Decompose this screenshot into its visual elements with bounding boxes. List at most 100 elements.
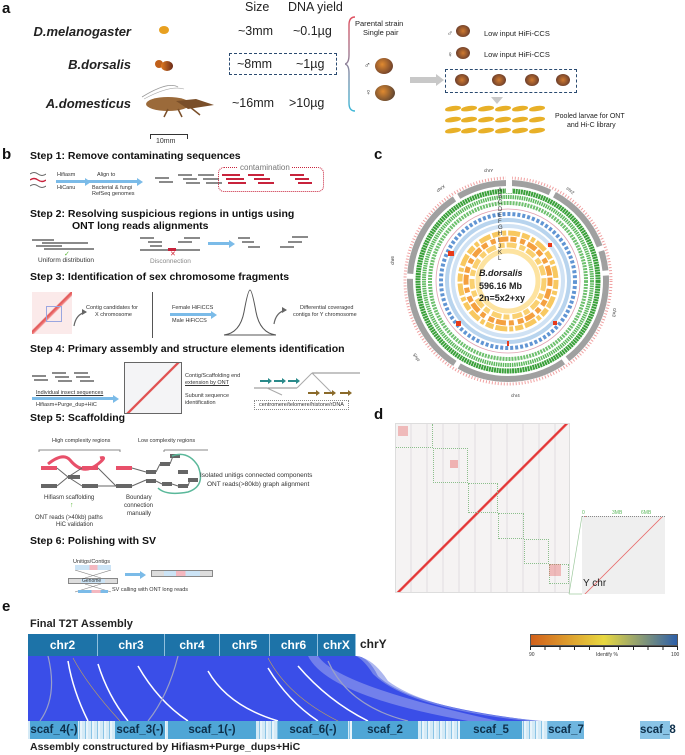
step1-title: Step 1: Remove contaminating sequences bbox=[30, 150, 241, 162]
sv-calling: SV calling with ONT long reads bbox=[112, 587, 189, 593]
db-bacterial: Bacterial & fungi bbox=[92, 185, 133, 191]
top-assembly-title: Final T2T Assembly bbox=[30, 618, 133, 630]
cross-icon: ✕ bbox=[170, 251, 176, 258]
scaf-bar-7: scaf_7 bbox=[548, 721, 584, 739]
species-adom: A.domesticus bbox=[45, 96, 131, 111]
step1-arrow2 bbox=[86, 177, 143, 186]
hifiasm-scaffolding: Hifiasm scaffolding bbox=[44, 495, 95, 501]
bracket bbox=[345, 16, 356, 112]
track-label: B bbox=[498, 194, 503, 201]
low-complexity: Low complexity regions bbox=[138, 438, 196, 444]
genome-label: Genome bbox=[82, 578, 102, 584]
track-label: F bbox=[498, 219, 502, 226]
circos-chr6: chr6 bbox=[389, 256, 395, 265]
circos-karyotype: 2n=5x2+xy bbox=[479, 293, 526, 303]
male-hificcs: Male HiFiCCS bbox=[172, 318, 207, 324]
adom-icon bbox=[138, 84, 222, 120]
hic-heatmap-main bbox=[395, 423, 570, 593]
parental-line2: Single pair bbox=[363, 28, 399, 37]
inset-tick-6mb: 6MB bbox=[641, 510, 652, 516]
track-label: H bbox=[498, 231, 503, 238]
dna-icon bbox=[30, 172, 46, 188]
chr-bar-chrX: chrX bbox=[318, 634, 356, 656]
step2-arrow bbox=[208, 239, 235, 248]
tool-hifiasm: Hifiasm bbox=[57, 172, 76, 178]
hifi-female-fly bbox=[456, 47, 470, 59]
hifi-female-label: Low input HiFi-CCS bbox=[484, 50, 550, 59]
curved-arrow bbox=[73, 309, 87, 327]
isolated-line2: ONT reads(>80kb) graph alignment bbox=[207, 481, 310, 488]
step2-title-line2: ONT long reads alignments bbox=[72, 220, 209, 232]
hifi-male-fly bbox=[456, 25, 470, 37]
unitigs-label: Unitigs/Contigs bbox=[73, 559, 110, 565]
colorbar-max: 100 bbox=[671, 652, 680, 658]
scaf-bar-1: scaf_1(-) bbox=[168, 721, 256, 739]
scaf-bar-5: scaf_5 bbox=[460, 721, 522, 739]
check-icon: ✓ bbox=[64, 251, 70, 258]
panel-c-letter: c bbox=[374, 146, 383, 163]
coverage-curve bbox=[223, 289, 277, 336]
scaf-bar-4: scaf_4(-) bbox=[30, 721, 78, 739]
curved-arrow-2 bbox=[273, 307, 287, 325]
uniform-label: Uniform distribution bbox=[38, 257, 94, 264]
track-label: E bbox=[498, 212, 503, 219]
circos-chrY: chrY bbox=[484, 168, 494, 173]
isolated-line1: Isolated unitigs connected components bbox=[200, 472, 313, 479]
track-label: L bbox=[498, 256, 502, 263]
offspring-fly bbox=[455, 74, 469, 86]
offspring-fly bbox=[525, 74, 539, 86]
offspring-fly bbox=[556, 74, 570, 86]
scaffolding-graph bbox=[38, 449, 208, 495]
step1-arrow1 bbox=[56, 177, 91, 186]
inset-tick-0: 0 bbox=[582, 510, 585, 516]
step2-title: Step 2: Resolving suspicious regions in … bbox=[30, 208, 295, 220]
female-hificcs: Female HiFiCCS bbox=[172, 305, 214, 311]
offspring-box bbox=[445, 69, 577, 93]
parent-female-fly bbox=[375, 85, 395, 101]
ext-line1: Contig/Scaffolding end bbox=[185, 373, 241, 379]
scaf-bar-2: scaf_2 bbox=[352, 721, 418, 739]
disconnection-label: Disconnection bbox=[150, 258, 191, 265]
chr-bar-chr6: chr6 bbox=[270, 634, 318, 656]
inset-tick-3mb: 3MB bbox=[612, 510, 623, 516]
circos-chr4: chr4 bbox=[511, 393, 520, 398]
chr-bar-chr4: chr4 bbox=[165, 634, 220, 656]
track-label: C bbox=[498, 200, 503, 207]
elements-label: centromere/telomere/histone/rDNA bbox=[254, 400, 349, 410]
yield-bdor: ~1µg bbox=[296, 57, 325, 71]
step6-arrow bbox=[125, 570, 146, 579]
track-label: D bbox=[498, 206, 503, 213]
hifi-male-label: Low input HiFi-CCS bbox=[484, 29, 550, 38]
size-adom: ~16mm bbox=[232, 96, 275, 110]
track-label: G bbox=[498, 225, 503, 232]
ont-reads-line1: ONT reads (>40kb) paths bbox=[35, 515, 103, 521]
species-bdor: B.dorsalis bbox=[68, 57, 131, 72]
yield-dmel: ~0.1µg bbox=[293, 24, 332, 38]
boundary-line1: Boundary bbox=[126, 495, 152, 501]
tool-hicanu: HiCanu bbox=[57, 185, 76, 191]
polished-bar bbox=[151, 570, 213, 577]
db-refseq: RefSeq genomes bbox=[92, 191, 135, 197]
track-label: A bbox=[498, 188, 503, 194]
parent-male-fly bbox=[375, 58, 393, 74]
pipeline-label: Hifiasm+Purge_dup+HiC bbox=[36, 402, 97, 408]
step3-arrow bbox=[170, 310, 217, 319]
x-candidates-line2: X chromosome bbox=[95, 312, 132, 318]
genome-bar bbox=[68, 578, 118, 584]
larvae-group bbox=[444, 104, 546, 136]
species-dmel: D.melanogaster bbox=[33, 24, 131, 39]
highlight-box bbox=[229, 53, 337, 75]
scaf-bar-6: scaf_6(-) bbox=[278, 721, 348, 739]
male-symbol: ♂ bbox=[364, 60, 371, 70]
panel-a-letter: a bbox=[2, 0, 11, 17]
gray-arrow bbox=[410, 77, 438, 83]
scaf-bar-3: scaf_3(-) bbox=[115, 721, 165, 739]
subunit-line2: identification bbox=[185, 400, 216, 406]
scaf-bar-8: scaf_8 bbox=[640, 721, 676, 739]
x-candidates-line1: Contig candidates for bbox=[86, 305, 138, 311]
chr-bar-chr5: chr5 bbox=[220, 634, 270, 656]
panel-b-letter: b bbox=[2, 146, 12, 163]
chrY-label: chrY bbox=[360, 637, 387, 651]
y-differential-line1: Differential coveraged bbox=[300, 305, 354, 311]
hic-heatmap-medium bbox=[124, 362, 182, 414]
